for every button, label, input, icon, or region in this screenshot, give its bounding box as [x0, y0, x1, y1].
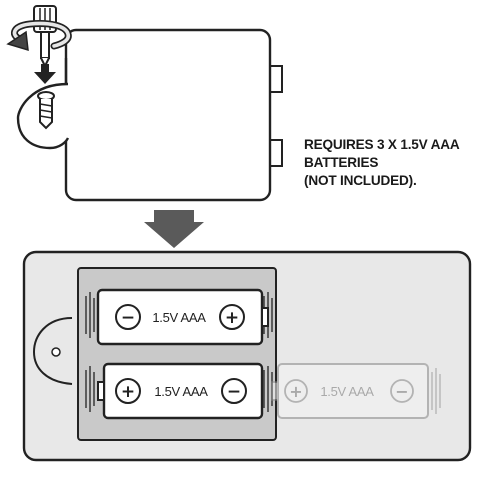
cover-lobe-joint	[64, 86, 70, 136]
battery-3-positive-terminal	[284, 379, 308, 403]
battery-3-left-symbol: +	[289, 382, 302, 401]
transition-arrow	[144, 210, 204, 248]
down-arrow-icon	[144, 210, 204, 248]
battery-2-positive-terminal	[115, 378, 141, 404]
cover-body	[64, 28, 272, 202]
battery-2-right-symbol: −	[227, 382, 241, 402]
battery-1-left-symbol: −	[121, 308, 135, 328]
battery-1: − 1.5V AAA +	[96, 288, 269, 346]
battery-2-label: 1.5V AAA	[154, 384, 208, 399]
note-line-3: (NOT INCLUDED).	[304, 173, 417, 188]
screwdriver-icon	[33, 5, 57, 69]
battery-2-left-symbol: +	[121, 382, 135, 402]
battery-2: + 1.5V AAA −	[97, 362, 264, 420]
battery-1-label: 1.5V AAA	[152, 310, 206, 325]
down-arrow-icon	[34, 64, 56, 84]
note-line-2: BATTERIES	[304, 155, 379, 170]
battery-3-label: 1.5V AAA	[320, 384, 374, 399]
screw-icon	[37, 91, 55, 130]
battery-requirement-note: REQUIRES 3 X 1.5V AAA BATTERIES (NOT INC…	[304, 136, 476, 190]
battery-1-right-symbol: +	[225, 308, 239, 328]
battery-3-right-symbol: −	[395, 382, 408, 401]
battery-cover	[16, 28, 283, 202]
battery-3-negative-terminal	[390, 379, 414, 403]
battery-1-positive-terminal	[219, 304, 245, 330]
battery-1-negative-terminal	[115, 304, 141, 330]
rotate-arrow-icon	[6, 20, 72, 52]
battery-2-negative-terminal	[221, 378, 247, 404]
note-line-1: REQUIRES 3 X 1.5V AAA	[304, 137, 460, 152]
battery-3: + 1.5V AAA −	[271, 363, 441, 419]
